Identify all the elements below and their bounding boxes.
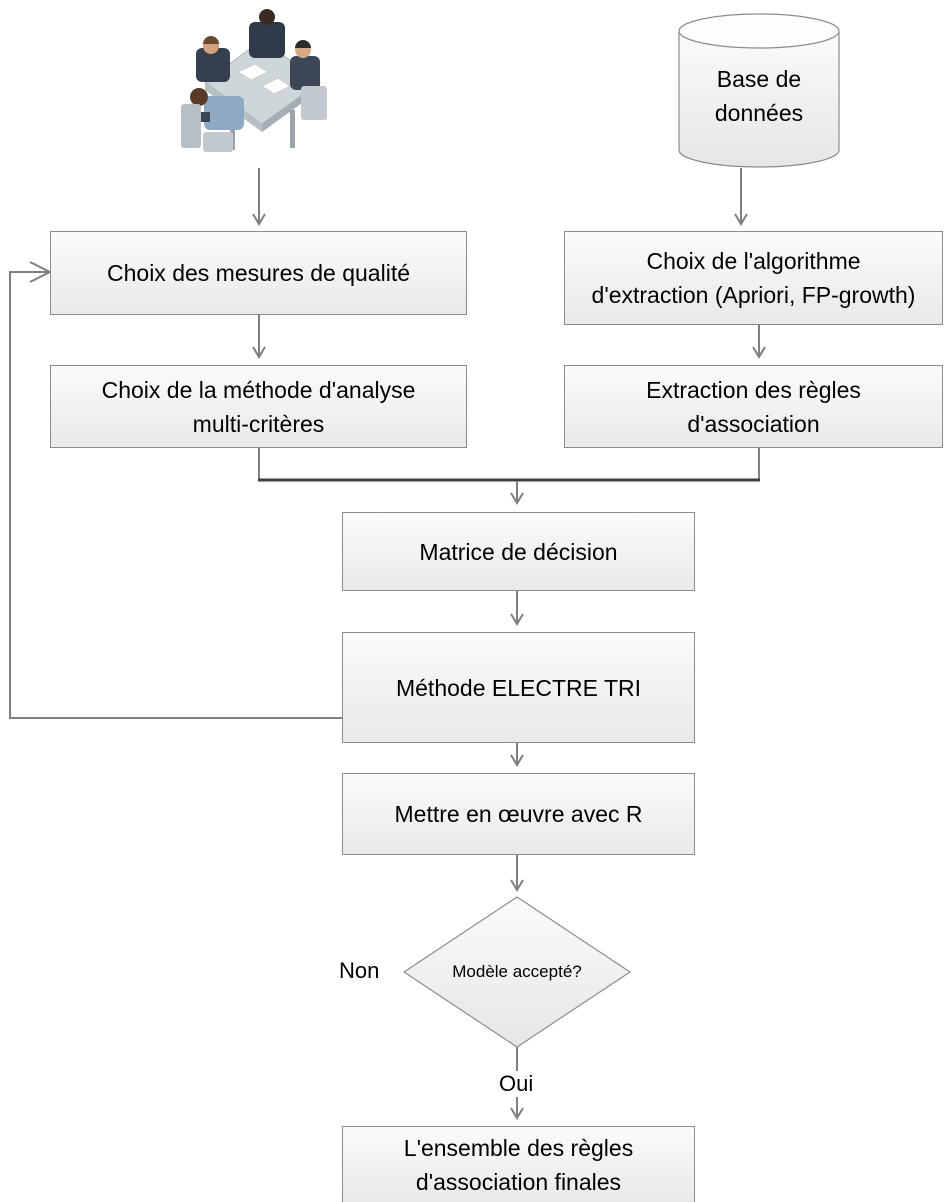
decision-matrix-label: Matrice de décision <box>419 538 618 565</box>
arrowhead <box>510 879 524 892</box>
arrowhead <box>752 346 766 359</box>
box-electre-tri: Méthode ELECTRE TRI <box>342 632 695 743</box>
arrowhead <box>252 213 266 226</box>
electre-tri-label: Méthode ELECTRE TRI <box>395 674 641 701</box>
algorithm-choice-line2: d'extraction (Apriori, FP-growth) <box>591 282 916 308</box>
database-cylinder <box>678 13 840 168</box>
quality-measures-label: Choix des mesures de qualité <box>107 260 410 286</box>
arrowhead <box>510 613 524 626</box>
decision-diamond <box>402 896 632 1048</box>
decision-question: Modèle accepté? <box>452 962 582 981</box>
people-around-table-icon <box>181 9 327 152</box>
mcda-method-line1: Choix de la méthode d'analyse <box>101 376 416 403</box>
arrowhead <box>510 1107 524 1120</box>
final-rules-line2: d'association finales <box>415 1168 622 1195</box>
arrowhead <box>252 346 266 359</box>
connector-lines <box>9 168 766 1120</box>
edge-label-oui: Oui <box>498 1071 535 1097</box>
arrowhead <box>510 492 524 505</box>
arrowhead <box>510 754 524 767</box>
box-final-rules: L'ensemble des règles d'association fina… <box>342 1126 695 1202</box>
database-label: Base de données <box>680 62 838 130</box>
box-decision-matrix: Matrice de décision <box>342 512 695 591</box>
database-label-line1: Base de <box>716 66 802 92</box>
arrowhead <box>734 213 748 226</box>
mcda-method-line2: multi-critères <box>192 410 325 437</box>
box-algorithm-choice: Choix de l'algorithme d'extraction (Apri… <box>564 231 943 325</box>
rule-extraction-line1: Extraction des règles <box>646 376 861 403</box>
final-rules-line1: L'ensemble des règles <box>403 1134 634 1161</box>
box-mcda-method: Choix de la méthode d'analyse multi-crit… <box>50 365 467 448</box>
box-implement-r: Mettre en œuvre avec R <box>342 773 695 855</box>
implement-r-label: Mettre en œuvre avec R <box>394 801 643 827</box>
database-label-line2: données <box>714 100 804 126</box>
box-rule-extraction: Extraction des règles d'association <box>564 365 943 448</box>
algorithm-choice-line1: Choix de l'algorithme <box>646 248 861 274</box>
edge-label-non: Non <box>338 958 381 984</box>
loop-back-non <box>9 271 405 719</box>
rule-extraction-line2: d'association <box>687 410 820 437</box>
box-quality-measures: Choix des mesures de qualité <box>50 231 467 315</box>
